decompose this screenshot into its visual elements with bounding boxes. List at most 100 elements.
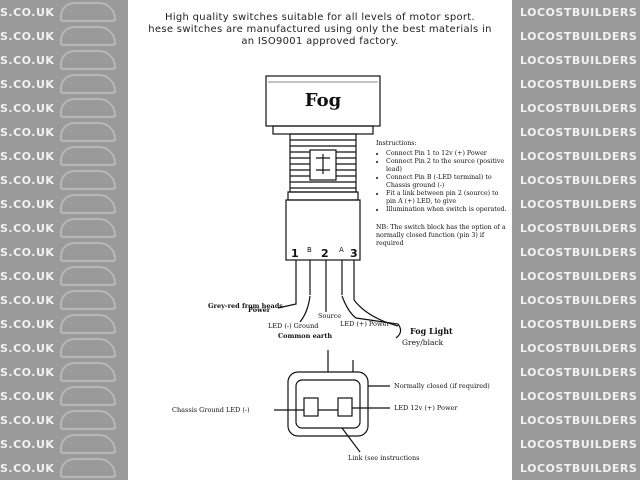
watermark-text: S.CO.UK [0,438,55,451]
watermark-text: LOCOSTBUILDERS [520,246,638,259]
instruction-item: Connect Pin 2 to the source (positive le… [386,158,508,174]
watermark-car-icon [60,74,116,94]
watermark-car-icon [60,362,116,382]
watermark-text: LOCOSTBUILDERS [520,30,638,43]
watermark-text: S.CO.UK [0,462,55,475]
watermark-car-icon [60,386,116,406]
watermark-text: LOCOSTBUILDERS [520,198,638,211]
watermark-text: LOCOSTBUILDERS [520,6,638,19]
watermark-text: S.CO.UK [0,6,55,19]
watermark-car-icon [60,338,116,358]
label-fog-light: Fog Light [410,326,453,336]
label-link: Link (see instructions [348,454,420,462]
watermark-text: LOCOSTBUILDERS [520,318,638,331]
watermark-text: S.CO.UK [0,222,55,235]
watermark-car-icon [60,410,116,430]
watermark-car-icon [60,242,116,262]
label-normally-closed: Normally closed (if required) [394,382,490,390]
instruction-item: Fit a link between pin 2 (source) to pin… [386,190,508,206]
watermark-text: LOCOSTBUILDERS [520,342,638,355]
pin-label-3: 3 [350,247,358,260]
switch-window-mark [316,154,330,174]
watermark-text: S.CO.UK [0,30,55,43]
watermark-text: S.CO.UK [0,414,55,427]
watermark-text: LOCOSTBUILDERS [520,150,638,163]
switch-block [285,199,361,261]
heading-line-1: High quality switches suitable for all l… [165,12,475,23]
instructions-nb: NB: The switch block has the option of a… [376,224,506,247]
watermark-car-icon [60,2,116,22]
watermark-car-icon [60,290,116,310]
watermark-text: S.CO.UK [0,54,55,67]
watermark-text: LOCOSTBUILDERS [520,438,638,451]
watermark-text: LOCOSTBUILDERS [520,294,638,307]
watermark-car-icon [60,434,116,454]
watermark-car-icon [60,314,116,334]
bottom-terminal-b [303,397,319,417]
watermark-text: S.CO.UK [0,126,55,139]
watermark-text: S.CO.UK [0,102,55,115]
watermark-text: S.CO.UK [0,342,55,355]
pointer-link [341,427,361,453]
watermark-text: S.CO.UK [0,246,55,259]
watermark-car-icon [60,122,116,142]
switch-collar [272,125,374,135]
label-grey-black: Grey/black [402,338,444,347]
switch-base-ring [287,191,359,201]
label-power: Power [248,306,271,314]
watermark-car-icon [60,266,116,286]
switch-bottom-outline [287,371,369,437]
watermark-car-icon [60,146,116,166]
label-common-earth: Common earth [278,332,332,340]
watermark-text: LOCOSTBUILDERS [520,366,638,379]
wire-led-power [341,295,402,339]
watermark-text: LOCOSTBUILDERS [520,78,638,91]
watermark-text: LOCOSTBUILDERS [520,270,638,283]
label-led-ground: LED (-) Ground [268,322,318,330]
watermark-text: LOCOSTBUILDERS [520,54,638,67]
watermark-car-icon [60,458,116,478]
pin-label-1: 1 [291,247,299,260]
watermark-text: S.CO.UK [0,318,55,331]
watermark-text: LOCOSTBUILDERS [520,222,638,235]
watermark-text: LOCOSTBUILDERS [520,414,638,427]
watermark-text: S.CO.UK [0,366,55,379]
pin-label-b: B [307,246,312,254]
bottom-terminal-a [337,397,353,417]
watermark-text: S.CO.UK [0,78,55,91]
instruction-item: Illumination when switch is operated. [386,206,508,214]
instruction-item: Connect Pin B (-LED terminal) to Chassis… [386,174,508,190]
watermark-text: S.CO.UK [0,174,55,187]
heading-line-3: an ISO9001 approved factory. [241,36,399,47]
wire-power [277,300,297,309]
watermark-car-icon [60,218,116,238]
label-grey-red: Grey-red from heads [208,302,283,310]
label-source: Source [318,312,341,320]
watermark-text: LOCOSTBUILDERS [520,174,638,187]
watermark-car-icon [60,50,116,70]
instructions-block: Instructions: Connect Pin 1 to 12v (+) P… [376,140,508,248]
instructions-title: Instructions: [376,140,417,147]
watermark-car-icon [60,98,116,118]
watermark-car-icon [60,170,116,190]
wire-fog-light [353,299,399,327]
watermark-text: S.CO.UK [0,294,55,307]
wire-led-ground [299,295,311,323]
watermark-text: S.CO.UK [0,270,55,283]
watermark-car-icon [60,194,116,214]
label-chassis-ground: Chassis Ground LED (-) [172,406,250,414]
label-led-12v: LED 12v (+) Power [394,404,458,412]
switch-bottom-inner [295,379,361,429]
diagram-sheet: High quality switches suitable for all l… [128,0,512,480]
watermark-text: S.CO.UK [0,198,55,211]
watermark-text: S.CO.UK [0,390,55,403]
watermark-text: LOCOSTBUILDERS [520,462,638,475]
wiring-diagram: Fog 1 B 2 A 3 Grey-red from heads Power … [172,75,490,462]
watermark-text: LOCOSTBUILDERS [520,126,638,139]
instruction-item: Connect Pin 1 to 12v (+) Power [386,150,508,158]
cap-label: Fog [305,90,342,111]
label-led-power: LED (+) Power [340,320,390,328]
watermark-text: LOCOSTBUILDERS [520,390,638,403]
watermark-text: LOCOSTBUILDERS [520,102,638,115]
